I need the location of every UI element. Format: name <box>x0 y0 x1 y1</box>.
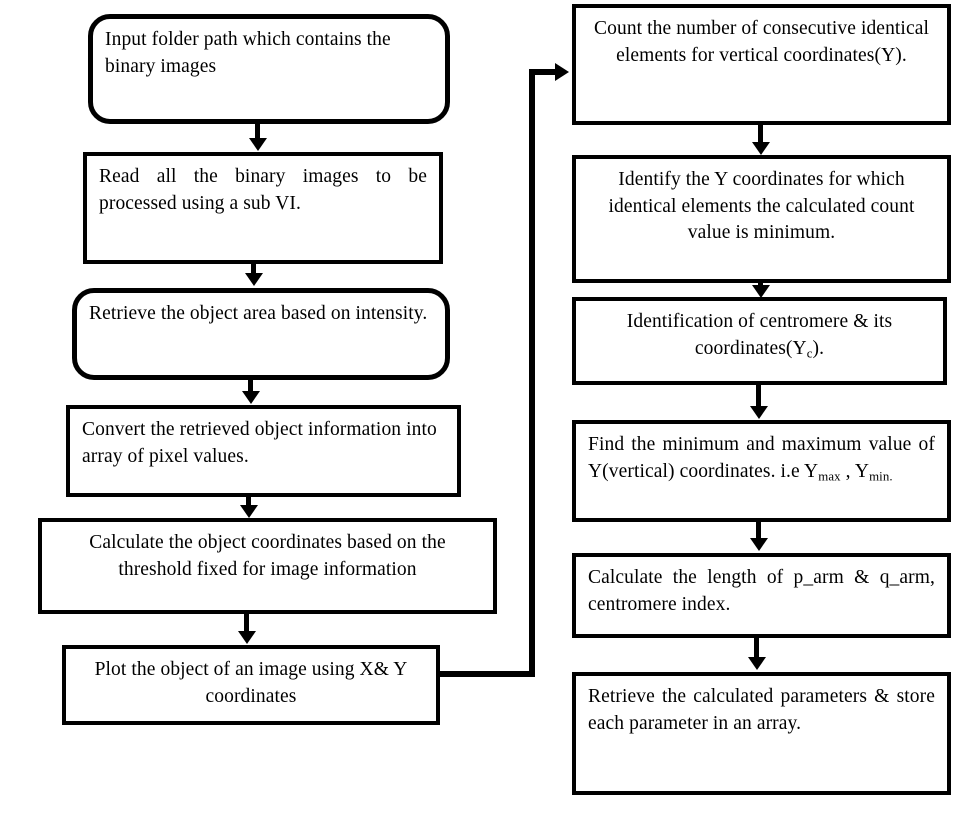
node-label-subscript-min: min. <box>869 469 893 484</box>
node-label: Retrieve the calculated parameters & sto… <box>588 686 935 734</box>
arrow-head-4-5-icon <box>240 505 258 518</box>
connector-line-10-11 <box>756 522 761 539</box>
arrow-head-3-4-icon <box>242 391 260 404</box>
node-label-subscript: c <box>806 346 813 361</box>
node-label: Identification of centromere & its coord… <box>588 309 931 362</box>
arrow-head-2-3-icon <box>245 273 263 286</box>
connector-line-2-3 <box>251 264 256 275</box>
connector-line-4-5 <box>246 497 251 506</box>
node-label: Calculate the length of p_arm & q_arm, c… <box>588 567 935 615</box>
connector-line-5-6 <box>244 614 249 632</box>
node-label: Convert the retrieved object information… <box>82 419 437 467</box>
flow-node-convert-to-pixel-array[interactable]: Convert the retrieved object information… <box>66 405 461 497</box>
flow-node-calculate-object-coordinates[interactable]: Calculate the object coordinates based o… <box>38 518 497 614</box>
flow-node-retrieve-object-area[interactable]: Retrieve the object area based on intens… <box>72 288 450 380</box>
connector-line-8-9 <box>758 283 763 286</box>
connector-line-11-12 <box>754 638 759 658</box>
node-label: Identify the Y coordinates for which ide… <box>608 169 915 244</box>
node-label: Retrieve the object area based on intens… <box>89 303 428 324</box>
connector-line-6-7-horizontal-top <box>529 69 561 75</box>
flow-node-retrieve-store-parameters[interactable]: Retrieve the calculated parameters & sto… <box>572 672 951 795</box>
node-label-subscript-max: max <box>818 469 841 484</box>
node-label: Read all the binary images to be process… <box>99 166 427 214</box>
node-label: Calculate the object coordinates based o… <box>89 532 446 580</box>
node-label: Plot the object of an image using X& Y c… <box>94 659 408 707</box>
connector-line-3-4 <box>248 380 253 392</box>
flow-node-read-binary-images[interactable]: Read all the binary images to be process… <box>83 152 443 264</box>
node-label-part1: Find the minimum and maximum value of Y(… <box>588 434 935 482</box>
arrow-head-11-12-icon <box>748 657 766 670</box>
node-label: Find the minimum and maximum value of Y(… <box>588 432 935 485</box>
flow-node-calculate-arm-lengths[interactable]: Calculate the length of p_arm & q_arm, c… <box>572 553 951 638</box>
node-label: Count the number of consecutive identica… <box>594 18 929 66</box>
arrow-head-1-2-icon <box>249 138 267 151</box>
flow-node-input-folder-path[interactable]: Input folder path which contains the bin… <box>88 14 450 124</box>
flow-node-identify-min-count-coordinates[interactable]: Identify the Y coordinates for which ide… <box>572 155 951 283</box>
flow-node-identify-centromere[interactable]: Identification of centromere & its coord… <box>572 297 947 385</box>
flow-node-find-min-max-y[interactable]: Find the minimum and maximum value of Y(… <box>572 420 951 522</box>
connector-line-7-8 <box>758 125 763 143</box>
node-label-part2: ). <box>812 337 825 359</box>
flow-node-plot-object[interactable]: Plot the object of an image using X& Y c… <box>62 645 440 725</box>
node-label-part2: , Y <box>840 460 870 482</box>
flow-node-count-consecutive-elements[interactable]: Count the number of consecutive identica… <box>572 4 951 125</box>
connector-line-9-10 <box>756 385 761 406</box>
node-label-part1: Identification of centromere & its coord… <box>626 311 893 359</box>
arrow-head-8-9-icon <box>752 285 770 298</box>
arrow-head-10-11-icon <box>750 538 768 551</box>
arrow-head-9-10-icon <box>750 406 768 419</box>
arrow-head-6-7-icon <box>555 63 569 81</box>
arrow-head-7-8-icon <box>752 142 770 155</box>
connector-line-6-7-horizontal-bottom <box>438 671 535 677</box>
connector-line-1-2 <box>255 124 260 140</box>
node-label: Input folder path which contains the bin… <box>105 29 391 77</box>
connector-line-6-7-vertical <box>529 69 535 677</box>
arrow-head-5-6-icon <box>238 631 256 644</box>
